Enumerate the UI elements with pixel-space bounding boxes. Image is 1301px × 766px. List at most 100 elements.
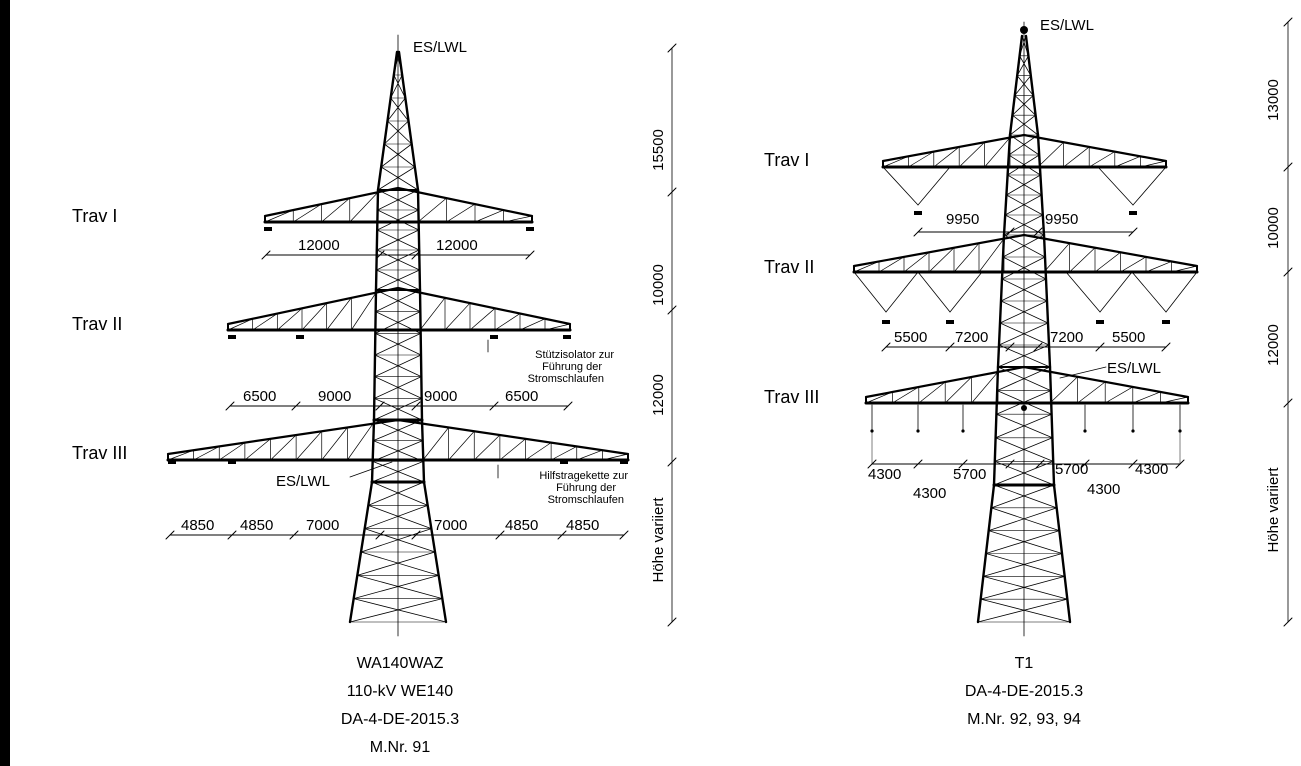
left-dim-trav3-f: 4850 bbox=[566, 517, 599, 534]
left-trav2-truss bbox=[444, 302, 471, 331]
right-trav1-truss bbox=[1037, 141, 1064, 168]
right-mast-lattice bbox=[1004, 194, 1042, 216]
right-trav3-truss bbox=[971, 371, 999, 404]
right-mast-lattice bbox=[1021, 35, 1029, 57]
left-dim-trav2-b: 9000 bbox=[318, 388, 351, 405]
right-height-1: 13000 bbox=[1265, 79, 1282, 121]
left-insulator-icon bbox=[494, 335, 498, 339]
dimension-tick bbox=[945, 342, 955, 352]
left-mast-lattice bbox=[373, 376, 422, 399]
left-mast-lattice bbox=[374, 332, 422, 356]
left-mast-lattice bbox=[375, 269, 421, 291]
left-trav3-truss bbox=[499, 438, 526, 461]
left-insulator-icon bbox=[228, 460, 232, 464]
right-mast-lattice bbox=[1001, 278, 1048, 302]
left-note-aux-3: Stromschlaufen bbox=[548, 494, 624, 506]
right-trav2-vframe bbox=[1165, 271, 1198, 313]
left-height-tick bbox=[667, 43, 677, 53]
left-mast-lattice bbox=[349, 598, 443, 623]
left-note-aux-1: Hilfstragekette zur bbox=[539, 470, 628, 482]
left-trav2-truss bbox=[544, 323, 571, 331]
right-trav1-top bbox=[1022, 133, 1168, 163]
right-trav2-truss bbox=[878, 256, 905, 273]
right-trav2-truss bbox=[903, 251, 930, 273]
right-mast-lattice bbox=[985, 530, 1060, 554]
left-mast-lattice bbox=[364, 528, 436, 553]
left-mast-lattice bbox=[377, 166, 416, 191]
right-mast-lattice bbox=[1019, 35, 1027, 57]
right-height-tick bbox=[1283, 17, 1293, 27]
right-insulator-icon bbox=[918, 211, 922, 215]
left-note-support-1: Stützisolator zur bbox=[535, 349, 614, 361]
right-es-lwl-leader bbox=[1059, 366, 1107, 379]
left-insulator-icon bbox=[563, 335, 567, 339]
right-dim-trav2-b: 7200 bbox=[955, 329, 988, 346]
dimension-tick bbox=[881, 342, 891, 352]
right-trav1-truss bbox=[908, 151, 935, 168]
right-trav2-vframe bbox=[1099, 271, 1133, 313]
right-trav1-truss bbox=[1063, 146, 1090, 168]
right-dim-trav3-bottom-a: 4300 bbox=[913, 485, 946, 502]
left-mast-lattice bbox=[353, 574, 440, 600]
left-trav3-truss bbox=[473, 434, 501, 461]
right-mast-lattice bbox=[977, 598, 1068, 623]
right-mast-lattice bbox=[1006, 194, 1044, 216]
right-mast-lattice bbox=[1000, 278, 1047, 302]
right-dim-trav1-b: 9950 bbox=[1045, 211, 1078, 228]
dimension-tick bbox=[289, 530, 299, 540]
left-trav3-truss bbox=[167, 449, 194, 461]
right-trav3-truss bbox=[1077, 381, 1106, 404]
left-dim-trav1-b: 12000 bbox=[436, 237, 478, 254]
left-mast-lattice bbox=[393, 74, 406, 99]
right-trav3-label: Trav III bbox=[764, 387, 819, 407]
right-caption-3: M.Nr. 92, 93, 94 bbox=[967, 711, 1081, 728]
right-mast-lattice bbox=[993, 460, 1054, 486]
left-caption-1: WA140WAZ bbox=[357, 655, 444, 672]
right-mast-lattice bbox=[990, 484, 1055, 509]
left-trav3-truss bbox=[244, 438, 271, 461]
left-insulator-icon bbox=[490, 335, 494, 339]
left-mast-lattice bbox=[390, 97, 409, 122]
right-trav3-truss bbox=[1049, 376, 1078, 404]
right-trav1-truss bbox=[1140, 160, 1167, 168]
right-mast-leg bbox=[1002, 133, 1012, 237]
left-trav3-truss bbox=[550, 446, 578, 461]
left-insulator-icon bbox=[560, 460, 564, 464]
left-mast-leg bbox=[416, 188, 422, 292]
dimension-tick bbox=[1005, 342, 1015, 352]
right-mast-lattice bbox=[1016, 55, 1029, 76]
left-mast-lattice bbox=[383, 120, 409, 145]
right-es-lwl-label: ES/LWL bbox=[1107, 360, 1161, 377]
right-trav2-truss bbox=[1094, 251, 1121, 273]
dimension-tick bbox=[913, 459, 923, 469]
left-height-3: 12000 bbox=[650, 374, 667, 416]
right-insulator-icon bbox=[946, 320, 950, 324]
left-height-tick bbox=[667, 187, 677, 197]
left-trav3-top bbox=[166, 418, 400, 456]
right-hanger-dot bbox=[916, 429, 920, 433]
left-dim-trav1-a: 12000 bbox=[298, 237, 340, 254]
right-hanger-dot bbox=[961, 429, 965, 433]
left-trav3-truss bbox=[576, 449, 603, 461]
dimension-tick bbox=[165, 530, 175, 540]
dimension-tick bbox=[1033, 342, 1043, 352]
left-trav2-truss bbox=[326, 297, 352, 331]
right-height-3: 12000 bbox=[1265, 324, 1282, 366]
right-mast-lattice bbox=[1014, 75, 1032, 96]
dimension-tick bbox=[913, 227, 923, 237]
right-hanger-dot bbox=[1083, 429, 1087, 433]
left-insulator-icon bbox=[296, 335, 300, 339]
right-trav2-label: Trav II bbox=[764, 257, 814, 277]
right-hanger-dot bbox=[1131, 429, 1135, 433]
right-trav2-truss bbox=[1120, 256, 1147, 273]
left-insulator-icon bbox=[228, 335, 232, 339]
left-mast-lattice bbox=[360, 528, 432, 553]
right-dim-trav2-c: 7200 bbox=[1050, 329, 1083, 346]
dimension-tick bbox=[1128, 227, 1138, 237]
left-es-lwl-leader bbox=[349, 461, 393, 478]
left-insulator-icon bbox=[620, 460, 624, 464]
right-mast-lattice bbox=[988, 530, 1063, 554]
dimension-tick bbox=[411, 401, 421, 411]
left-mast-lattice bbox=[356, 551, 436, 576]
